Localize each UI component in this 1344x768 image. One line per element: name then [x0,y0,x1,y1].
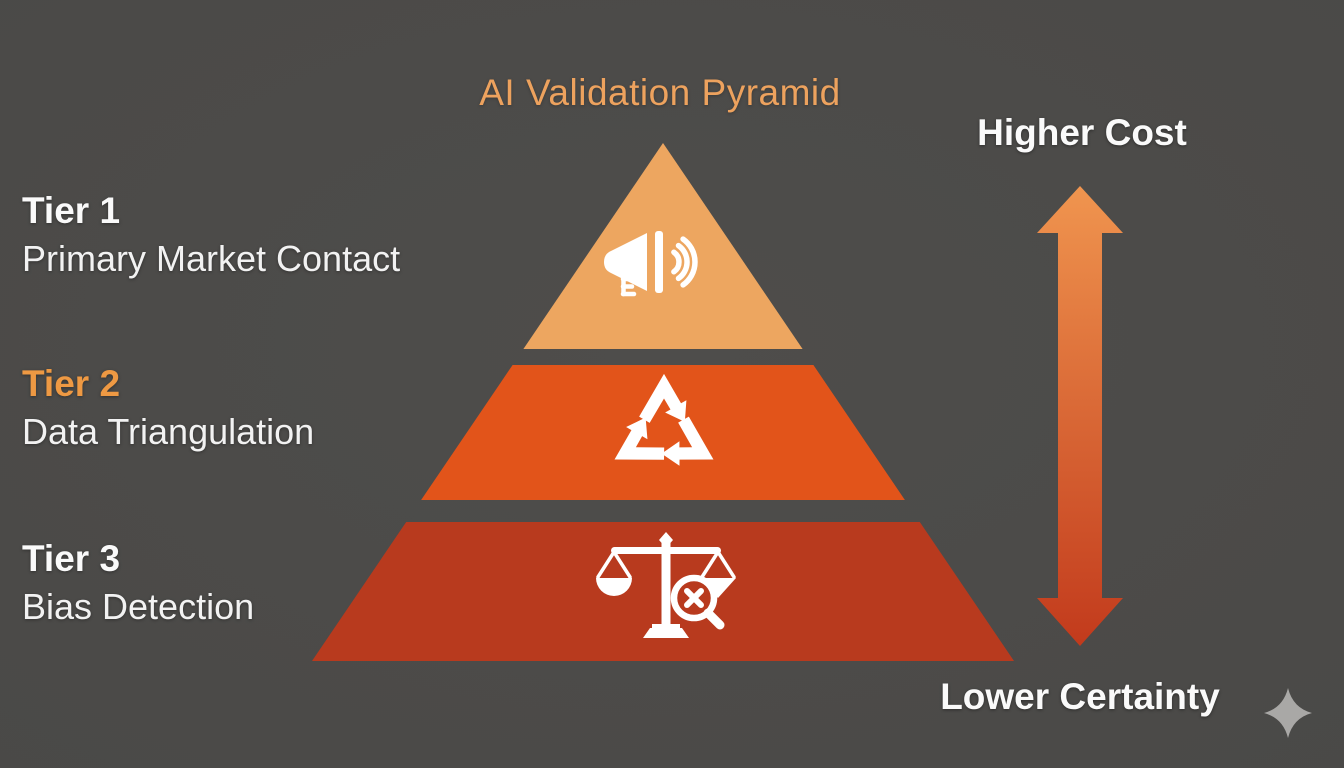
tier-1-label-block: Tier 1 Primary Market Contact [22,188,400,284]
magnifier-x-badge [670,574,725,630]
megaphone-icon [604,231,698,297]
tier-3-label: Tier 3 [22,538,121,579]
tier-3-label-block: Tier 3 Bias Detection [22,536,254,632]
scales-with-magnifier-icon [596,532,736,638]
sparkle-icon [1264,688,1312,738]
tier-2-label-block: Tier 2 Data Triangulation [22,361,314,457]
higher-cost-label: Higher Cost [977,112,1187,153]
page-title: AI Validation Pyramid [479,72,841,113]
tier-1-name: Primary Market Contact [22,238,401,279]
tier-3-name: Bias Detection [22,586,255,627]
tier-2-label: Tier 2 [22,363,121,404]
cost-certainty-arrow [1037,186,1123,646]
tier-1-label: Tier 1 [22,190,121,231]
lower-certainty-label: Lower Certainty [940,676,1220,717]
tier-2-name: Data Triangulation [22,411,315,452]
pyramid-tier-2-shape [421,365,905,500]
